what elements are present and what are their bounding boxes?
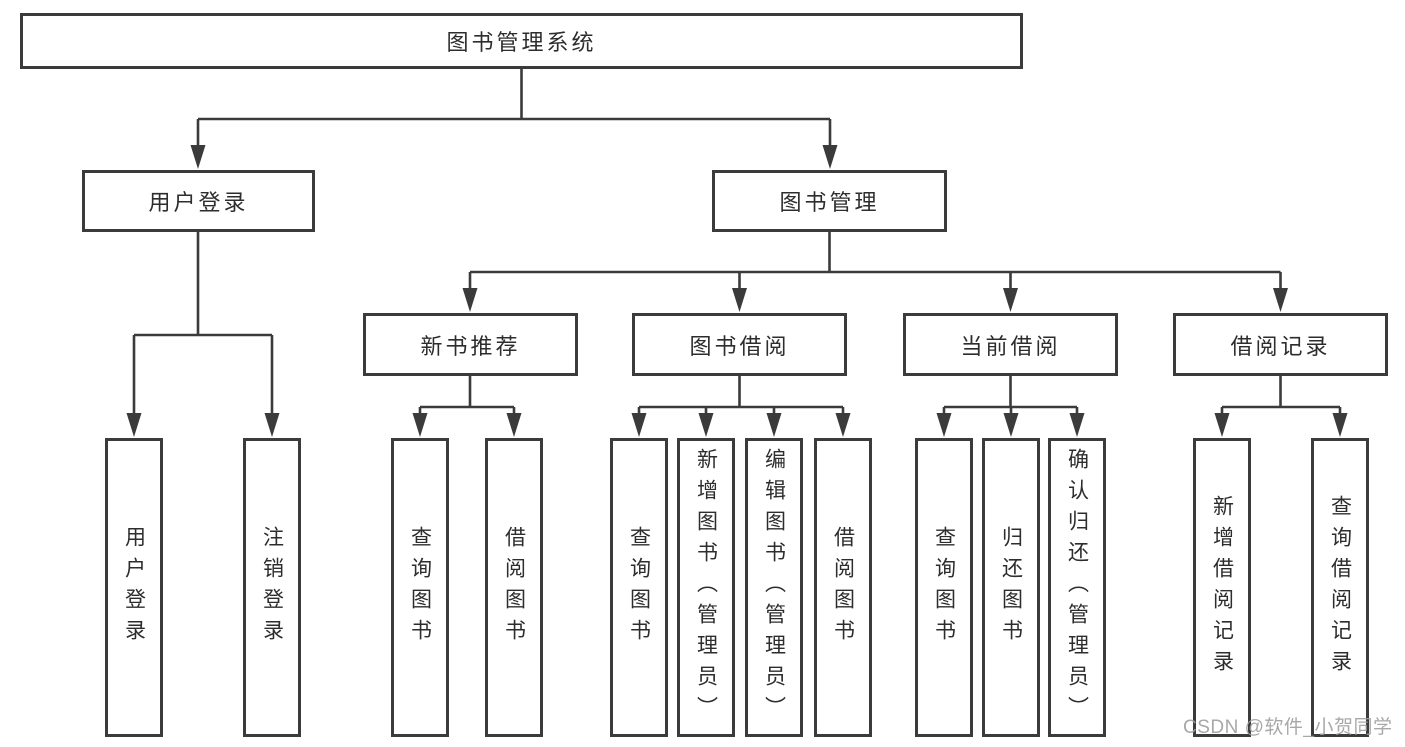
arrowhead-leaf-logout <box>264 413 280 437</box>
arrowhead-leaf-return-books <box>1003 413 1019 437</box>
connector-borrow-records-to-leaves <box>1220 376 1342 416</box>
node-borrow-records-label: 借阅记录 <box>1230 333 1331 359</box>
node-current-borrow-label: 当前借阅 <box>960 333 1061 359</box>
arrowhead-leaf-query-books-3 <box>936 413 952 437</box>
node-leaf-query-books-1: 查询图书 <box>391 438 449 737</box>
node-leaf-add-books-admin-label: 新增图书（管理员） <box>694 448 718 727</box>
node-leaf-query-borrow-record: 查询借阅记录 <box>1311 438 1369 737</box>
arrowhead-leaf-user-login <box>126 413 142 437</box>
connector-root-to-level2 <box>196 69 832 148</box>
arrowhead-leaf-query-books-2 <box>631 413 647 437</box>
node-leaf-query-books-2-label: 查询图书 <box>627 525 651 650</box>
arrowhead-user-login-group <box>190 145 206 169</box>
node-leaf-user-login: 用户登录 <box>105 438 163 737</box>
node-leaf-return-books: 归还图书 <box>982 438 1040 737</box>
connector-user-login-to-leaves <box>132 232 274 416</box>
arrowhead-leaf-add-borrow-record <box>1214 413 1230 437</box>
node-book-management-label: 图书管理 <box>779 190 880 215</box>
node-leaf-return-books-label: 归还图书 <box>999 525 1023 650</box>
arrowhead-leaf-query-borrow-record <box>1332 413 1348 437</box>
node-root: 图书管理系统 <box>20 13 1023 69</box>
arrowhead-leaf-add-books-admin <box>698 413 714 437</box>
connector-book-borrow-to-leaves <box>637 376 845 416</box>
node-leaf-query-borrow-record-label: 查询借阅记录 <box>1328 494 1352 681</box>
node-leaf-user-login-label: 用户登录 <box>122 525 146 650</box>
node-leaf-edit-books-admin-label: 编辑图书（管理员） <box>762 448 786 727</box>
node-leaf-add-books-admin: 新增图书（管理员） <box>677 438 735 737</box>
node-leaf-logout-label: 注销登录 <box>260 525 284 650</box>
arrowhead-book-borrow <box>732 288 747 312</box>
node-current-borrow: 当前借阅 <box>903 313 1118 376</box>
arrowhead-new-book-recommend <box>462 288 478 312</box>
node-user-login-group-label: 用户登录 <box>148 190 249 215</box>
node-leaf-query-books-1-label: 查询图书 <box>408 525 432 650</box>
node-leaf-query-books-2: 查询图书 <box>610 438 668 737</box>
node-user-login-group: 用户登录 <box>82 170 315 232</box>
node-book-borrow: 图书借阅 <box>632 313 847 376</box>
node-root-label: 图书管理系统 <box>446 30 597 55</box>
node-book-borrow-label: 图书借阅 <box>689 333 790 359</box>
node-new-book-recommend: 新书推荐 <box>363 313 578 376</box>
arrowhead-leaf-borrow-books-1 <box>506 413 522 437</box>
node-leaf-confirm-return-admin-label: 确认归还（管理员） <box>1065 448 1089 727</box>
node-leaf-borrow-books-1: 借阅图书 <box>485 438 543 737</box>
arrowhead-current-borrow <box>1003 288 1018 312</box>
arrowhead-leaf-edit-books-admin <box>766 413 782 437</box>
arrowhead-borrow-records <box>1273 288 1288 312</box>
node-leaf-query-books-3-label: 查询图书 <box>932 525 956 650</box>
connector-book-management-to-level3 <box>468 232 1282 291</box>
node-leaf-borrow-books-2-label: 借阅图书 <box>831 525 855 650</box>
node-leaf-add-borrow-record-label: 新增借阅记录 <box>1210 494 1234 681</box>
node-leaf-borrow-books-2: 借阅图书 <box>814 438 872 737</box>
node-book-management: 图书管理 <box>712 170 947 232</box>
connector-new-book-recommend-to-leaves <box>418 376 516 416</box>
arrowhead-leaf-query-books-1 <box>412 413 428 437</box>
node-leaf-edit-books-admin: 编辑图书（管理员） <box>745 438 803 737</box>
node-new-book-recommend-label: 新书推荐 <box>420 333 521 359</box>
node-leaf-borrow-books-1-label: 借阅图书 <box>502 525 526 650</box>
node-borrow-records: 借阅记录 <box>1173 313 1388 376</box>
node-leaf-query-books-3: 查询图书 <box>915 438 973 737</box>
arrowhead-leaf-confirm-return <box>1069 413 1085 437</box>
node-leaf-confirm-return-admin: 确认归还（管理员） <box>1048 438 1106 737</box>
node-leaf-logout: 注销登录 <box>243 438 301 737</box>
connector-current-borrow-to-leaves <box>942 376 1079 416</box>
arrowhead-book-management <box>822 145 838 169</box>
arrowhead-leaf-borrow-books-2 <box>835 413 851 437</box>
node-leaf-add-borrow-record: 新增借阅记录 <box>1193 438 1251 737</box>
csdn-watermark: CSDN @软件_小贺同学 <box>1183 717 1393 738</box>
